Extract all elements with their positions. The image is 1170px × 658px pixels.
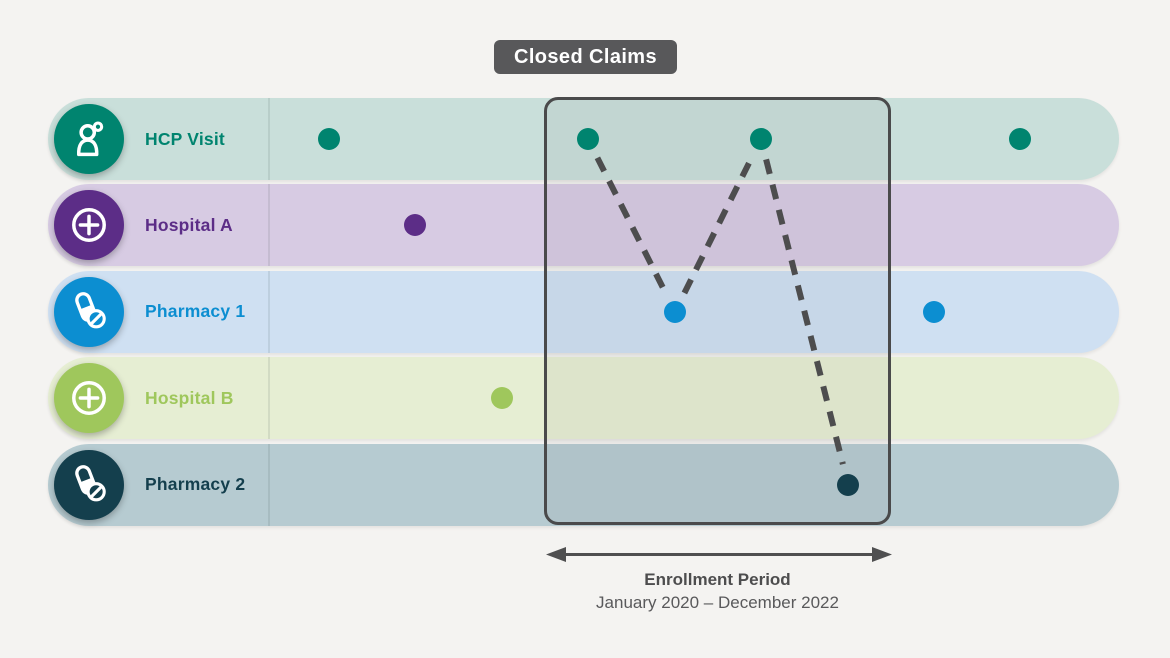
row-label: Pharmacy 2 (145, 474, 246, 495)
label-column-divider (268, 98, 270, 180)
timeline-row-hospital-a: Hospital A (48, 184, 1119, 267)
hospital-cross-icon (54, 190, 124, 261)
label-column-divider (268, 184, 270, 267)
title-badge: Closed Claims (494, 40, 677, 74)
event-dot-hcp-visit (318, 128, 340, 150)
label-column-divider (268, 357, 270, 440)
enrollment-caption: Enrollment Period January 2020 – Decembe… (544, 570, 891, 613)
row-label: Hospital A (145, 214, 233, 235)
row-label: Pharmacy 1 (145, 301, 246, 322)
timeline-row-pharmacy-1: Pharmacy 1 (48, 270, 1119, 353)
pill-icon (54, 449, 124, 520)
event-dot-hospital-b (491, 387, 513, 410)
hospital-cross-icon (54, 363, 124, 434)
row-label: Hospital B (145, 387, 234, 408)
enrollment-period-range: January 2020 – December 2022 (596, 593, 839, 612)
label-column-divider (268, 443, 270, 526)
pill-icon (54, 276, 124, 347)
event-dot-pharmacy-1 (664, 300, 686, 323)
timeline-row-pharmacy-2: Pharmacy 2 (48, 443, 1119, 526)
event-dot-hcp-visit (577, 128, 599, 150)
event-dot-pharmacy-2 (837, 473, 859, 496)
timeline-row-hcp-visit: HCP Visit (48, 98, 1119, 180)
event-dot-pharmacy-1 (923, 300, 945, 323)
label-column-divider (268, 270, 270, 353)
timeline-row-hospital-b: Hospital B (48, 357, 1119, 440)
event-dot-hcp-visit (750, 128, 772, 150)
person-icon (54, 104, 124, 174)
page-title: Closed Claims (513, 45, 658, 68)
event-dot-hospital-a (404, 214, 426, 237)
row-label: HCP Visit (145, 128, 225, 149)
event-dot-hcp-visit (1009, 128, 1031, 150)
enrollment-period-label: Enrollment Period (644, 570, 791, 589)
enrollment-period-box (544, 97, 891, 525)
enrollment-arrow-icon (546, 547, 892, 562)
